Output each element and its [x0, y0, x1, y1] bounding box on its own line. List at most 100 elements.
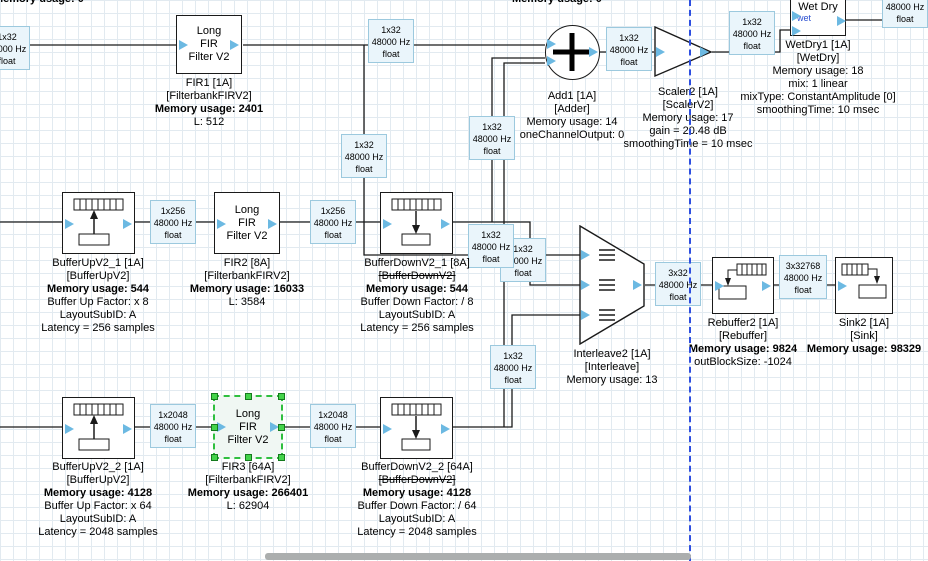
signal-label-input[interactable]: 1x32 48000 Hz float: [0, 26, 30, 70]
input-port-icon[interactable]: [581, 250, 590, 260]
signal-label-fir2-out[interactable]: 1x256 48000 Hz float: [310, 200, 356, 244]
selection-handle[interactable]: [211, 424, 218, 431]
signal-channels: 1x32: [607, 32, 651, 44]
input-port-icon[interactable]: [581, 310, 590, 320]
output-port-icon[interactable]: [837, 16, 846, 26]
signal-rate: 48000 Hz: [342, 151, 386, 163]
module-bufferdown2[interactable]: [380, 397, 453, 459]
caption-bufferdown2: BufferDownV2_2 [64A] [BufferDownV2] Memo…: [357, 461, 477, 539]
module-fir2[interactable]: Long FIR Filter V2: [214, 192, 280, 254]
output-port-icon[interactable]: [268, 219, 277, 229]
output-port-icon[interactable]: [589, 47, 598, 57]
signal-label-wetdry-out[interactable]: 1x32 48000 Hz float: [882, 0, 928, 28]
input-port-icon[interactable]: [792, 26, 801, 36]
signal-label-branch[interactable]: 1x32 48000 Hz float: [341, 134, 387, 178]
signal-rate: 48000 Hz: [607, 44, 651, 56]
signal-rate: 48000 Hz: [151, 421, 195, 433]
input-port-icon[interactable]: [217, 219, 226, 229]
horizontal-scrollbar-thumb[interactable]: [265, 553, 691, 560]
caption-fir1: FIR1 [1A] [FilterbankFIRV2] Memory usage…: [155, 77, 263, 129]
signal-type: float: [501, 267, 545, 279]
output-port-icon[interactable]: [441, 424, 450, 434]
signal-label-fir1-out[interactable]: 1x32 48000 Hz float: [368, 19, 414, 63]
input-port-icon[interactable]: [217, 422, 226, 432]
offscreen-caption-top-mid: Memory usage: 0: [512, 0, 602, 6]
module-bufferdown1[interactable]: [380, 192, 453, 254]
signal-label-fir3-out[interactable]: 1x2048 48000 Hz float: [310, 404, 356, 448]
selection-handle[interactable]: [245, 454, 252, 461]
caption-bufferdown1: BufferDownV2_1 [8A] [BufferDownV2] Memor…: [360, 257, 473, 335]
signal-channels: 1x32: [0, 31, 29, 43]
output-port-icon[interactable]: [123, 424, 132, 434]
input-port-icon[interactable]: [715, 281, 724, 291]
input-port-icon[interactable]: [65, 219, 74, 229]
module-sink2[interactable]: [835, 257, 893, 314]
signal-label-rebuffer-out[interactable]: 3x32768 48000 Hz float: [779, 255, 827, 299]
input-port-icon[interactable]: [547, 56, 556, 66]
module-rebuffer2[interactable]: [712, 257, 774, 314]
signal-rate: 48000 Hz: [469, 241, 513, 253]
module-bufferup2[interactable]: [62, 397, 135, 459]
signal-channels: 1x2048: [311, 409, 355, 421]
signal-label-add-out[interactable]: 1x32 48000 Hz float: [606, 27, 652, 71]
signal-rate: 48000 Hz: [0, 43, 29, 55]
signal-type: float: [656, 291, 700, 303]
module-wetdry1[interactable]: Wet Dry wet: [790, 0, 846, 36]
module-bufferup1[interactable]: [62, 192, 135, 254]
input-port-icon[interactable]: [383, 424, 392, 434]
signal-label-interleave-in3[interactable]: 1x32 48000 Hz float: [490, 345, 536, 389]
input-port-icon[interactable]: [581, 280, 590, 290]
signal-rate: 48000 Hz: [151, 217, 195, 229]
signal-label-bufferup2-out[interactable]: 1x2048 48000 Hz float: [150, 404, 196, 448]
signal-type: float: [311, 433, 355, 445]
module-scaler2[interactable]: [654, 26, 714, 78]
signal-type: float: [780, 284, 826, 296]
offscreen-caption-top-left: Memory usage: 0: [0, 0, 84, 6]
input-port-icon[interactable]: [547, 39, 556, 49]
input-port-icon[interactable]: [65, 424, 74, 434]
selection-handle[interactable]: [211, 393, 218, 400]
signal-channels: 1x32: [369, 24, 413, 36]
caption-bufferup2: BufferUpV2_2 [1A] [BufferUpV2] Memory us…: [38, 461, 158, 539]
signal-type: float: [470, 145, 514, 157]
caption-interleave2: Interleave2 [1A] [Interleave] Memory usa…: [566, 348, 657, 387]
signal-label-add-in[interactable]: 1x32 48000 Hz float: [469, 116, 515, 160]
caption-fir2: FIR2 [8A] [FilterbankFIRV2] Memory usage…: [190, 257, 304, 309]
input-port-icon[interactable]: [383, 219, 392, 229]
signal-label-interleave-out[interactable]: 3x32 48000 Hz float: [655, 262, 701, 306]
output-port-icon[interactable]: [230, 40, 239, 50]
signal-channels: 3x32768: [780, 260, 826, 272]
output-port-icon[interactable]: [441, 219, 450, 229]
signal-label-interleave-in1[interactable]: 1x32 48000 Hz float: [468, 224, 514, 268]
signal-rate: 48000 Hz: [491, 362, 535, 374]
signal-rate: 48000 Hz: [656, 279, 700, 291]
signal-type: float: [883, 13, 927, 25]
module-interleave2[interactable]: [579, 225, 646, 345]
signal-channels: 1x256: [151, 205, 195, 217]
output-port-icon[interactable]: [700, 47, 709, 57]
input-port-icon[interactable]: [792, 11, 801, 21]
selection-handle[interactable]: [278, 393, 285, 400]
input-port-icon[interactable]: [656, 47, 665, 57]
output-port-icon[interactable]: [123, 219, 132, 229]
signal-label-bufferup1-out[interactable]: 1x256 48000 Hz float: [150, 200, 196, 244]
selection-handle[interactable]: [278, 424, 285, 431]
signal-type: float: [369, 48, 413, 60]
output-port-icon[interactable]: [762, 281, 771, 291]
module-fir3-selected[interactable]: Long FIR Filter V2: [213, 395, 283, 459]
signal-type: float: [469, 253, 513, 265]
signal-rate: 48000 Hz: [369, 36, 413, 48]
input-port-icon[interactable]: [838, 281, 847, 291]
module-add1[interactable]: [545, 25, 600, 80]
signal-type: float: [0, 55, 29, 67]
module-fir1[interactable]: Long FIR Filter V2: [176, 15, 242, 74]
signal-type: float: [151, 229, 195, 241]
selection-handle[interactable]: [211, 454, 218, 461]
selection-handle[interactable]: [278, 454, 285, 461]
caption-sink2: Sink2 [1A] [Sink] Memory usage: 98329: [807, 317, 921, 356]
output-port-icon[interactable]: [633, 280, 642, 290]
caption-fir3: FIR3 [64A] [FilterbankFIRV2] Memory usag…: [188, 461, 308, 513]
selection-handle[interactable]: [245, 393, 252, 400]
input-port-icon[interactable]: [179, 40, 188, 50]
